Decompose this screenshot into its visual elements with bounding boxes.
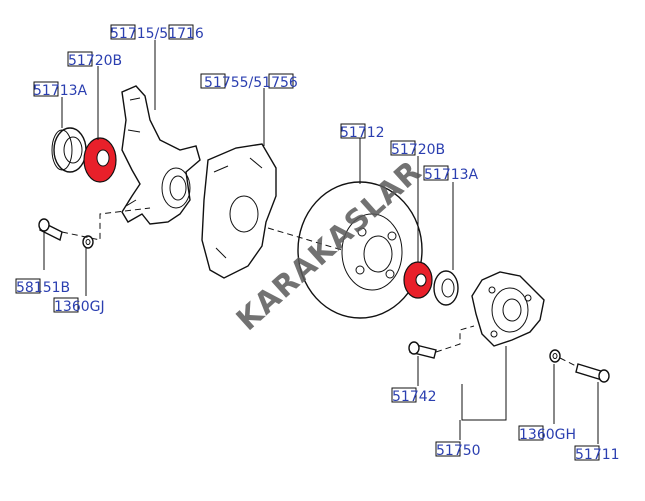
bearing-top-part — [83, 137, 117, 183]
bolt-left-part — [38, 218, 63, 242]
label-knuckle: 51715/51716 — [110, 24, 204, 42]
washer-right-part — [549, 349, 561, 363]
steering-knuckle-part — [121, 85, 201, 225]
label-bolt-hub-text: 51742 — [392, 389, 437, 405]
dust-shield-part — [201, 143, 277, 279]
wheel-hub-part — [471, 271, 545, 347]
label-washer-right: 1360GH — [518, 425, 576, 443]
axis-line-center — [267, 227, 343, 251]
label-bearing-top-text: 51720B — [68, 53, 122, 69]
seal-right-part — [433, 270, 459, 306]
bolt-right-part — [575, 363, 610, 383]
label-bolt-left-text: 58151B — [16, 280, 70, 296]
label-bolt-right: 51711 — [574, 445, 620, 463]
axis-line-bolt — [559, 357, 577, 367]
label-bolt-right-text: 51711 — [575, 447, 620, 463]
washer-left-part — [82, 235, 94, 249]
label-seal-left: 51713A — [33, 81, 88, 99]
label-hub: 51750 — [435, 441, 481, 459]
seal-left-part — [51, 127, 87, 173]
label-shield: 51755/51756 — [200, 73, 298, 91]
leader-hub — [459, 346, 507, 440]
axis-line-left — [61, 207, 151, 241]
label-disc: 51712 — [340, 123, 385, 141]
brake-disc-part — [297, 181, 423, 319]
label-washer-left: 1360GJ — [53, 297, 105, 315]
label-disc-text: 51712 — [340, 125, 385, 141]
label-bearing-right: 51720B — [390, 140, 445, 158]
label-washer-left-text: 1360GJ — [54, 299, 105, 315]
axis-line-right — [435, 325, 475, 353]
label-seal-right: 51713A — [423, 165, 479, 183]
bolt-hub-part — [408, 341, 437, 359]
label-hub-text: 51750 — [436, 443, 481, 459]
label-knuckle-text: 51715/51716 — [110, 26, 204, 42]
label-shield-text: 51755/51756 — [204, 75, 298, 91]
label-seal-right-text: 51713A — [424, 167, 479, 183]
label-bearing-top: 51720B — [67, 51, 122, 69]
label-bearing-right-text: 51720B — [391, 142, 445, 158]
bearing-right-part — [403, 261, 433, 299]
label-bolt-left: 58151B — [15, 278, 70, 296]
label-seal-left-text: 51713A — [33, 83, 88, 99]
label-washer-right-text: 1360GH — [519, 427, 576, 443]
label-bolt-hub: 51742 — [391, 387, 437, 405]
